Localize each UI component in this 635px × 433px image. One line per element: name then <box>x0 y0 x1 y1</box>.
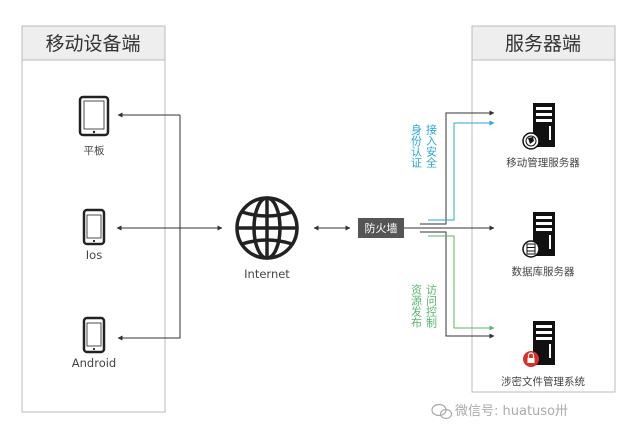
watermark: 微信号: huatuso卅 <box>431 403 568 420</box>
ios-device: Ios <box>82 208 106 262</box>
secret-server: 涉密文件管理系统 <box>501 321 585 388</box>
mgmt-connector <box>420 110 495 225</box>
mobile-section: 移动设备端 <box>21 25 166 413</box>
server-connectors <box>404 110 495 339</box>
database-server-label: 数据库服务器 <box>512 265 575 278</box>
secret-connector <box>420 231 495 339</box>
secret-server-label: 涉密文件管理系统 <box>501 375 585 388</box>
watermark-text: 微信号: huatuso卅 <box>455 404 568 419</box>
auth-annotation: 接入安全 身份认证 <box>410 123 438 168</box>
server-section: 服务器端 <box>471 25 616 393</box>
auth-column-2: 身份认证 <box>410 123 423 168</box>
firewall-label: 防火墙 <box>365 221 398 235</box>
phone-icon <box>82 208 106 246</box>
mobile-section-title: 移动设备端 <box>45 33 140 55</box>
server-section-header <box>471 25 616 61</box>
mobile-section-header <box>21 25 166 61</box>
mgmt-server: 移动管理服务器 <box>506 103 580 169</box>
database-badge-icon <box>522 240 540 258</box>
tablet-icon <box>78 95 110 137</box>
auth-connector <box>428 120 495 221</box>
firewall-box <box>358 218 404 238</box>
lock-badge-icon <box>523 351 539 367</box>
globe-badge-icon <box>522 132 540 150</box>
device-connectors <box>116 112 223 341</box>
tablet-label: 平板 <box>84 144 105 157</box>
access-annotation: 访问控制 资源发布 <box>410 284 438 329</box>
ios-label: Ios <box>86 248 102 262</box>
android-label: Android <box>72 356 116 370</box>
mgmt-server-label: 移动管理服务器 <box>506 156 580 169</box>
server-section-title: 服务器端 <box>505 33 581 55</box>
internet-label: Internet <box>244 267 290 281</box>
server-icon <box>533 321 555 365</box>
access-column-1: 访问控制 <box>425 284 438 328</box>
internet-node: Internet <box>235 196 299 281</box>
access-column-2: 资源发布 <box>410 284 423 329</box>
auth-column-1: 接入安全 <box>425 124 438 168</box>
database-server: 数据库服务器 <box>512 212 575 278</box>
wechat-icon <box>431 403 453 420</box>
access-connector <box>428 235 495 331</box>
android-connector <box>117 115 181 341</box>
android-device: Android <box>72 316 116 370</box>
phone-icon <box>82 316 106 354</box>
globe-icon <box>235 196 299 260</box>
server-icon <box>533 103 555 147</box>
firewall-node: 防火墙 <box>358 218 404 238</box>
tablet-device: 平板 <box>78 95 110 157</box>
